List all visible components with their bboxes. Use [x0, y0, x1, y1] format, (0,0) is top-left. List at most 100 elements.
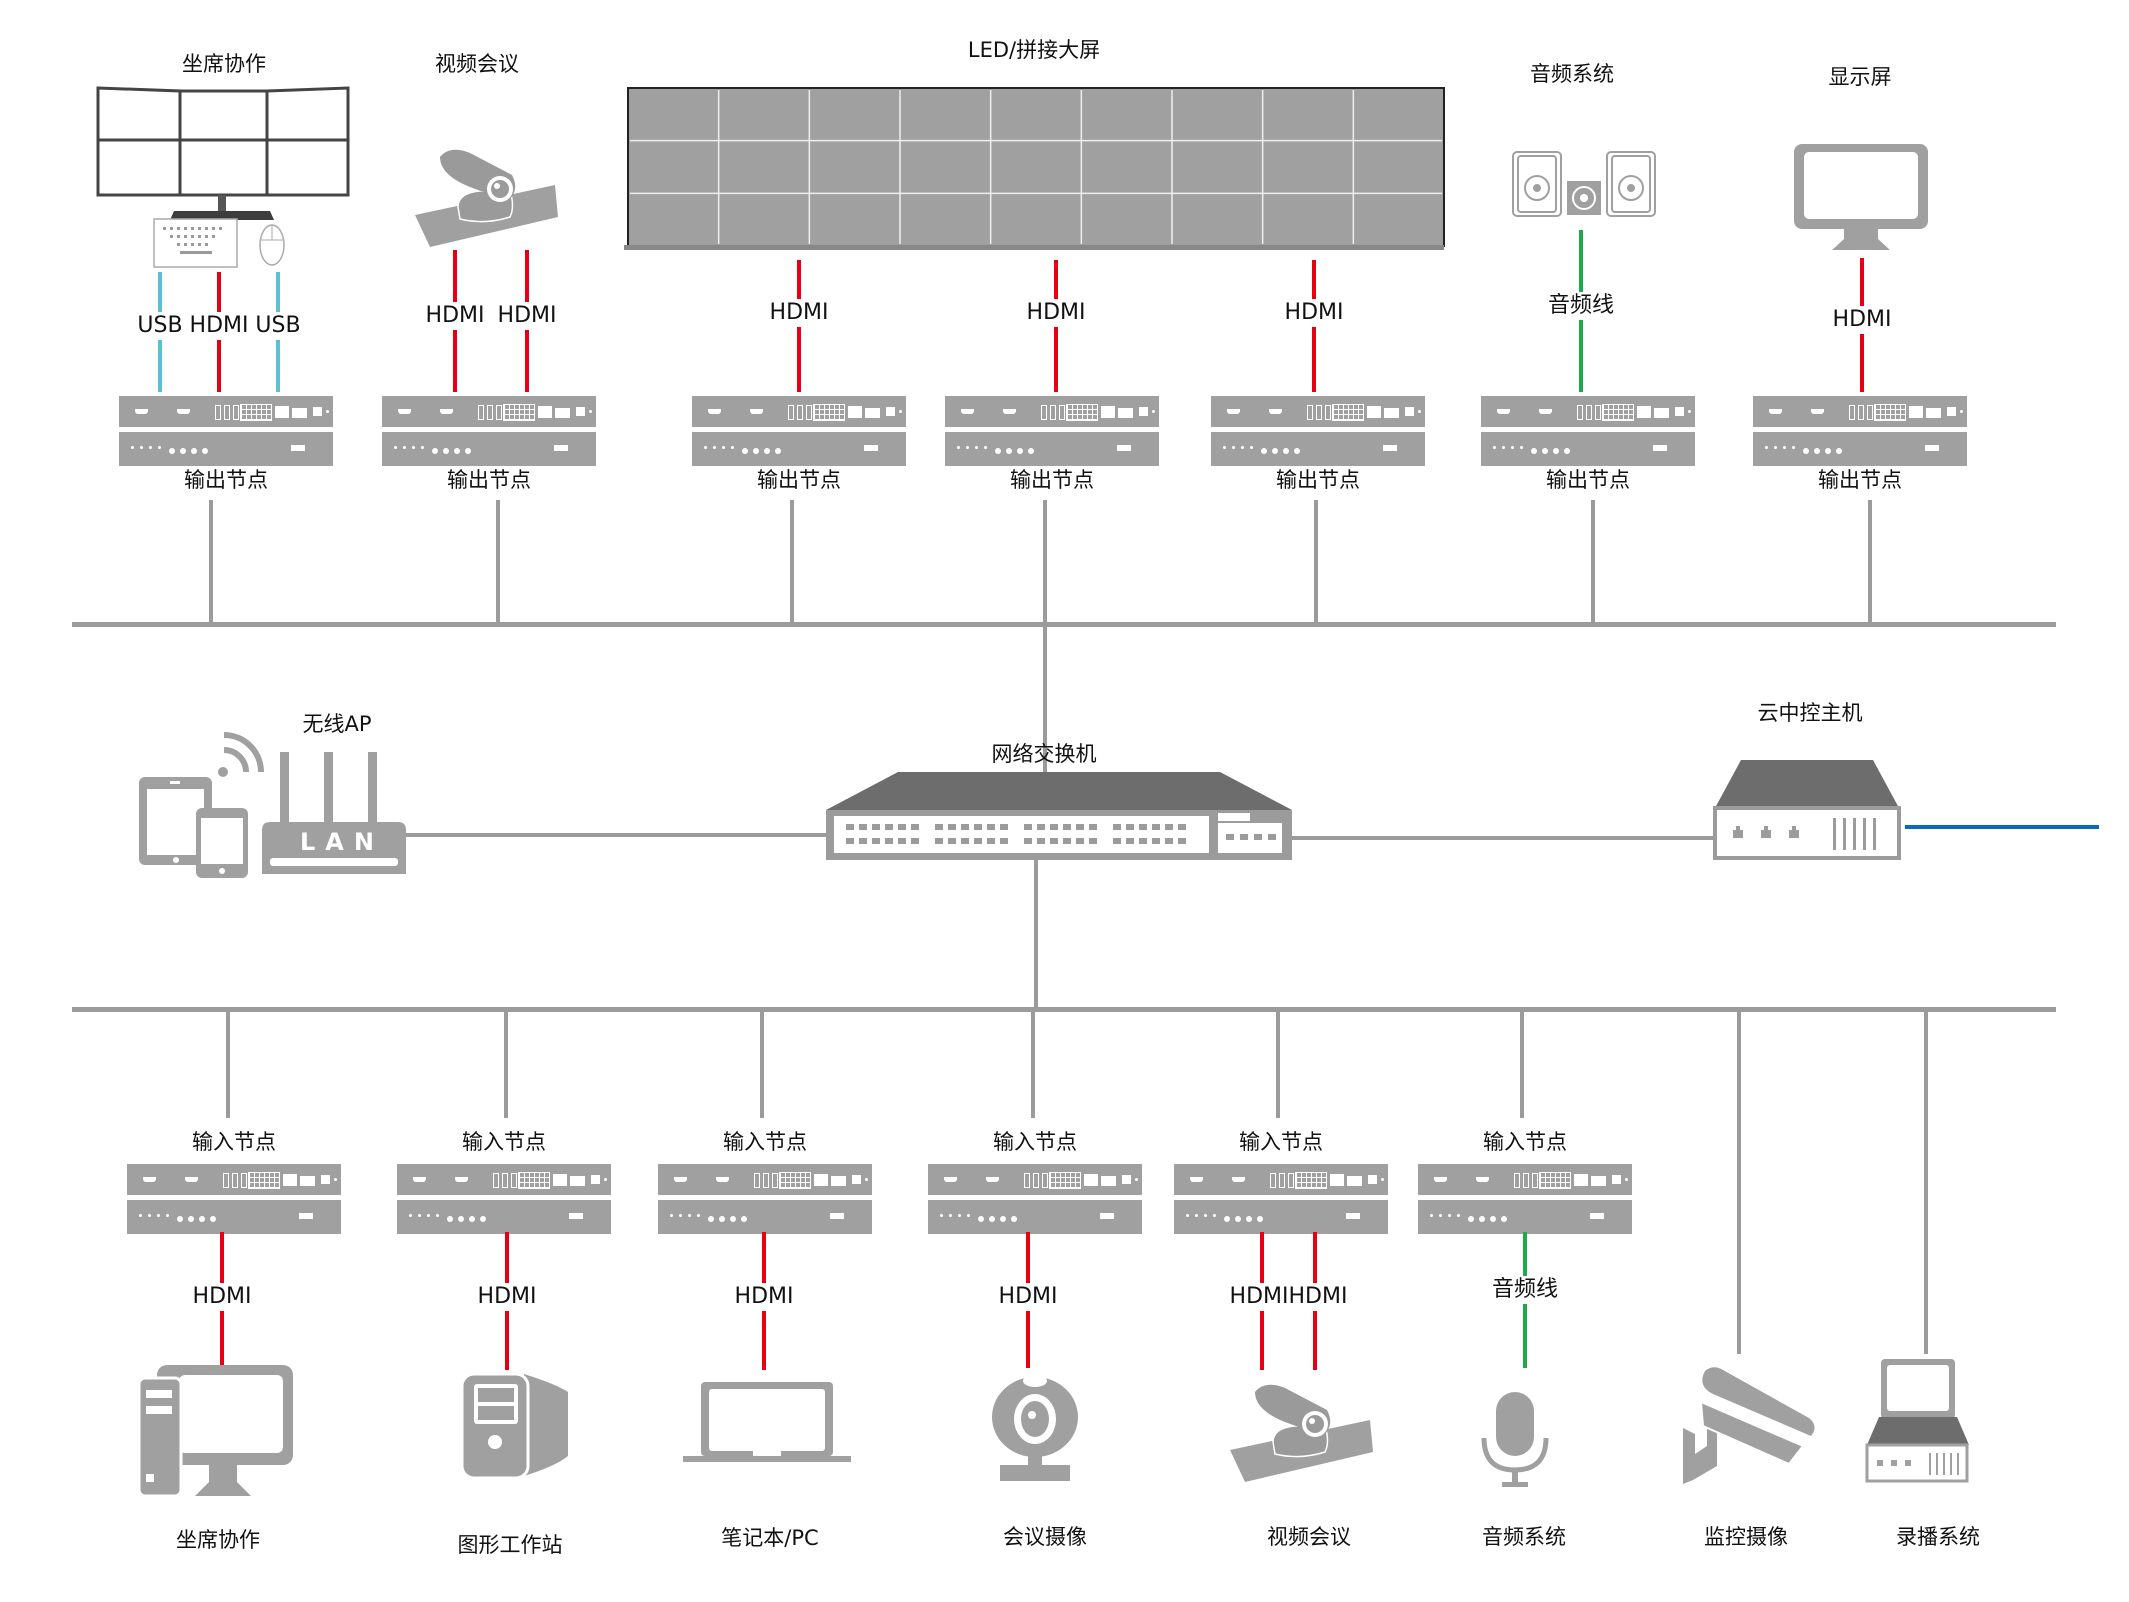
led-icon [589, 410, 592, 413]
usb-port-icon [1117, 445, 1131, 451]
dvi-port-icon [300, 1176, 315, 1186]
indicator-icon [1430, 1214, 1433, 1217]
output-node-network-link [209, 500, 213, 625]
source-label-videoconf: 视频会议 [1267, 1525, 1351, 1549]
indicator-icon [1241, 446, 1244, 449]
node-io-panel [1481, 396, 1695, 427]
source-label-surveillance: 监控摄像 [1704, 1525, 1788, 1549]
indicator-icon [1257, 1216, 1263, 1222]
indicator-icon [1235, 1216, 1241, 1222]
indicator-icon [697, 1214, 700, 1217]
usb-port-icon [1100, 1213, 1114, 1219]
top-device-title-audio: 音频系统 [1530, 62, 1614, 86]
switch-port-icon [961, 824, 969, 830]
usb-port-icon [291, 445, 305, 451]
indicator-icon [465, 448, 471, 454]
port-bank-icon [215, 405, 239, 420]
indicator-icon [432, 448, 438, 454]
output-node-label: 输出节点 [1546, 468, 1630, 492]
workstation-tower-icon [460, 1372, 568, 1480]
node-io-panel [928, 1164, 1142, 1195]
indicator-icon [1553, 448, 1559, 454]
node-io-panel [382, 396, 596, 427]
output-node-network-link [496, 500, 500, 625]
led-icon [1625, 1178, 1628, 1181]
power-port-icon [1405, 407, 1414, 416]
node-io-panel [658, 1164, 872, 1195]
input-node [1418, 1164, 1632, 1234]
output-node [1481, 396, 1695, 466]
hdmi-port-icon [1811, 409, 1824, 414]
switch-port-icon [1113, 824, 1121, 830]
power-port-icon [1122, 1175, 1131, 1184]
indicator-icon [1250, 446, 1253, 449]
node-io-panel [692, 396, 906, 427]
ap-lan-text: LAN [300, 828, 384, 856]
switch-port-icon [846, 838, 854, 844]
led-icon [1135, 1178, 1138, 1181]
indicator-icon [458, 1216, 464, 1222]
switch-label: 网络交换机 [991, 742, 1097, 766]
hdmi-cable-label: HDMI [1284, 299, 1344, 327]
dvi-port-icon [1384, 408, 1399, 418]
input-node-network-link [1031, 1010, 1035, 1118]
indicator-icon [394, 446, 397, 449]
cloud-controller-icon [1713, 760, 1901, 860]
indicator-icon [1261, 448, 1267, 454]
hdmi-port-icon [1227, 409, 1240, 414]
hdmi-port-icon [413, 1177, 426, 1182]
input-node-label: 输入节点 [1483, 1130, 1567, 1154]
rj45-port-icon [1637, 406, 1651, 418]
usb-port-icon [1346, 1213, 1360, 1219]
indicator-icon [688, 1214, 691, 1217]
power-port-icon [886, 407, 895, 416]
switch-port-icon [935, 824, 943, 830]
node-io-panel [397, 1164, 611, 1195]
indicator-icon [1520, 446, 1523, 449]
port-bank-icon [1024, 1173, 1048, 1188]
laptop-icon [683, 1382, 851, 1462]
hdmi-port-icon [440, 409, 453, 414]
switch-downlink-line [1034, 860, 1038, 1010]
indicator-icon [157, 1214, 160, 1217]
multi-monitor-workstation-icon [96, 86, 350, 268]
output-node-label: 输出节点 [1010, 468, 1094, 492]
video-conference-camera-icon [415, 149, 558, 247]
output-node [1211, 396, 1425, 466]
output-node [382, 396, 596, 466]
indicator-icon [975, 446, 978, 449]
switch-port-icon [974, 838, 982, 844]
indicator-icon [1213, 1214, 1216, 1217]
node-front-panel [945, 432, 1159, 466]
output-node-label: 输出节点 [1818, 468, 1902, 492]
node-io-panel [127, 1164, 341, 1195]
source-label-recording: 录播系统 [1896, 1525, 1980, 1549]
indicator-icon [409, 1214, 412, 1217]
indicator-icon [177, 1216, 183, 1222]
hdmi-port-icon [986, 1177, 999, 1182]
hdmi-cable-label: HDMI [192, 1283, 252, 1311]
power-port-icon [1368, 1175, 1377, 1184]
switch-port-icon [1050, 824, 1058, 830]
indicator-icon [1011, 1216, 1017, 1222]
rj45-port-icon [553, 1174, 567, 1186]
indicator-icon [191, 448, 197, 454]
hdmi-cable-label: HDMI [998, 1283, 1058, 1311]
hdmi-port-icon [177, 409, 190, 414]
usb-port-icon [864, 445, 878, 451]
hdmi-port-icon [944, 1177, 957, 1182]
switch-port-icon [1089, 824, 1097, 830]
power-port-icon [1947, 407, 1956, 416]
indicator-icon [1232, 446, 1235, 449]
dvi-port-icon [1591, 1176, 1606, 1186]
switch-port-icon [1165, 824, 1173, 830]
port-bank-icon [1849, 405, 1873, 420]
switch-port-icon [911, 824, 919, 830]
switch-port-icon [1050, 838, 1058, 844]
output-network-bus [72, 622, 2056, 627]
switch-to-controller-line [1292, 836, 1715, 840]
indicator-icon [1783, 446, 1786, 449]
indicator-icon [719, 1216, 725, 1222]
vga-port-icon [1066, 404, 1098, 421]
rj45-port-icon [275, 406, 289, 418]
